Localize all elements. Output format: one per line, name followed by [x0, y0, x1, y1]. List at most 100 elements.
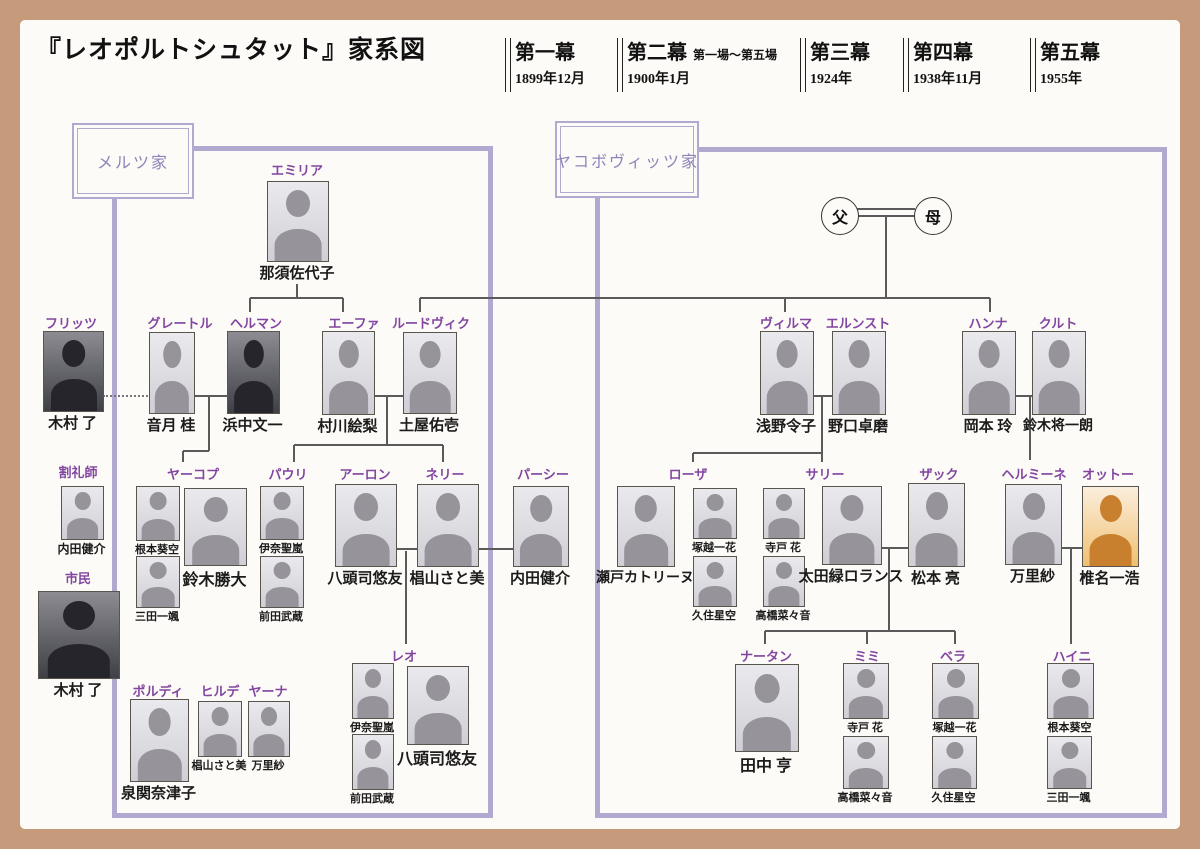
relation-line [182, 451, 184, 462]
relation-line [193, 395, 227, 397]
relation-line [296, 284, 298, 298]
person-silhouette-icon [1048, 340, 1070, 369]
actor-name: 椙山さと美 [191, 760, 247, 772]
person-photo [198, 701, 242, 757]
relation-line [880, 547, 908, 549]
actor-name: 塚越一花 [932, 722, 977, 734]
act-date: 1900年1月 [627, 72, 690, 87]
person-silhouette-icon [937, 767, 972, 788]
person-silhouette-icon [1022, 492, 1045, 520]
person-silhouette-icon [1099, 494, 1122, 522]
person-photo [184, 488, 247, 566]
person-silhouette-icon [149, 562, 167, 579]
person-silhouette-icon [1012, 532, 1055, 564]
role-label: エミリア [270, 163, 324, 178]
actor-name: 内田健介 [57, 542, 106, 556]
person-silhouette-icon [47, 643, 111, 678]
person-silhouette-icon [766, 381, 808, 414]
person-photo [513, 486, 569, 567]
role-label: パウリ [268, 467, 308, 482]
person-photo [763, 556, 805, 607]
role-label: フリッツ [44, 316, 98, 331]
relation-line [1029, 396, 1031, 460]
person-photo [352, 663, 394, 719]
page-title: 『レオポルトシュタット』家系図 [36, 37, 427, 64]
actor-name: 木村 了 [48, 416, 97, 432]
person-silhouette-icon [857, 742, 875, 760]
role-label: 市民 [64, 571, 92, 586]
person-silhouette-icon [1089, 534, 1132, 566]
actor-name: 伊奈聖嵐 [350, 722, 394, 734]
family-box-edge [695, 147, 1167, 152]
person-silhouette-icon [365, 669, 381, 688]
relation-line [989, 298, 991, 312]
person-silhouette-icon [148, 708, 171, 736]
relation-line [764, 631, 766, 644]
relation-line [1070, 548, 1072, 644]
relation-line [183, 450, 209, 452]
person-silhouette-icon [848, 696, 884, 718]
person-silhouette-icon [754, 673, 780, 703]
actor-name: 三田一颯 [1046, 792, 1091, 804]
person-silhouette-icon [1052, 696, 1089, 718]
actor-name: 前田武蔵 [350, 793, 394, 805]
role-label: ナータン [739, 649, 793, 664]
person-silhouette-icon [338, 340, 359, 369]
relation-line [293, 445, 295, 462]
person-silhouette-icon [698, 586, 732, 606]
person-silhouette-icon [776, 340, 798, 369]
role-label: ハイニ [1052, 649, 1092, 664]
person-photo [1082, 486, 1139, 567]
family-name-label: メルツ家 [96, 155, 169, 172]
family-label-box: ヤコボヴィッツ家 [555, 121, 699, 198]
relation-line [954, 631, 956, 644]
person-silhouette-icon [519, 534, 563, 566]
person-silhouette-icon [706, 493, 724, 511]
relation-line [103, 395, 148, 398]
person-silhouette-icon [357, 696, 389, 718]
person-silhouette-icon [63, 600, 95, 630]
person-silhouette-icon [768, 586, 800, 606]
role-label: アーロン [339, 467, 391, 482]
person-silhouette-icon [243, 340, 264, 368]
role-label: ルードヴィク [391, 316, 471, 331]
person-silhouette-icon [141, 518, 175, 540]
act-name: 第五幕 [1040, 42, 1100, 64]
relation-line [692, 453, 694, 462]
relation-line [821, 396, 823, 453]
actor-name: 塚越一花 [692, 542, 736, 554]
role-label: ヘルミーネ [1001, 467, 1067, 482]
person-silhouette-icon [1060, 742, 1079, 760]
role-label: クルト [1038, 316, 1078, 331]
person-silhouette-icon [436, 493, 460, 521]
person-photo [735, 664, 799, 752]
actor-name: 三田一颯 [135, 611, 179, 623]
person-silhouette-icon [1061, 669, 1080, 688]
role-label: パーシー [517, 467, 569, 482]
person-photo [822, 486, 882, 565]
person-photo [136, 556, 180, 608]
person-silhouette-icon [776, 493, 792, 511]
person-silhouette-icon [273, 492, 291, 510]
family-label-inner-border: ヤコボヴィッツ家 [555, 126, 697, 193]
role-label: エーファ [328, 316, 380, 331]
person-photo [149, 332, 195, 414]
person-photo [760, 331, 814, 415]
relation-line [866, 631, 868, 644]
person-silhouette-icon [840, 494, 864, 521]
person-photo [407, 666, 469, 745]
role-label: ヤーコプ [166, 467, 220, 482]
family-box-edge [595, 194, 600, 818]
actor-name: 八頭司悠友 [396, 751, 478, 768]
person-silhouette-icon [265, 518, 299, 539]
actor-name: 伊奈聖嵐 [259, 543, 303, 555]
family-label-box: メルツ家 [72, 123, 194, 199]
person-silhouette-icon [286, 189, 310, 217]
actor-name: 野口卓磨 [827, 419, 889, 435]
person-photo [617, 486, 675, 567]
person-silhouette-icon [409, 381, 451, 413]
relation-line [250, 297, 343, 299]
role-label: ローザ [668, 467, 708, 482]
actor-name: 根本葵空 [1047, 722, 1092, 734]
actor-name: 音月 桂 [146, 418, 196, 434]
